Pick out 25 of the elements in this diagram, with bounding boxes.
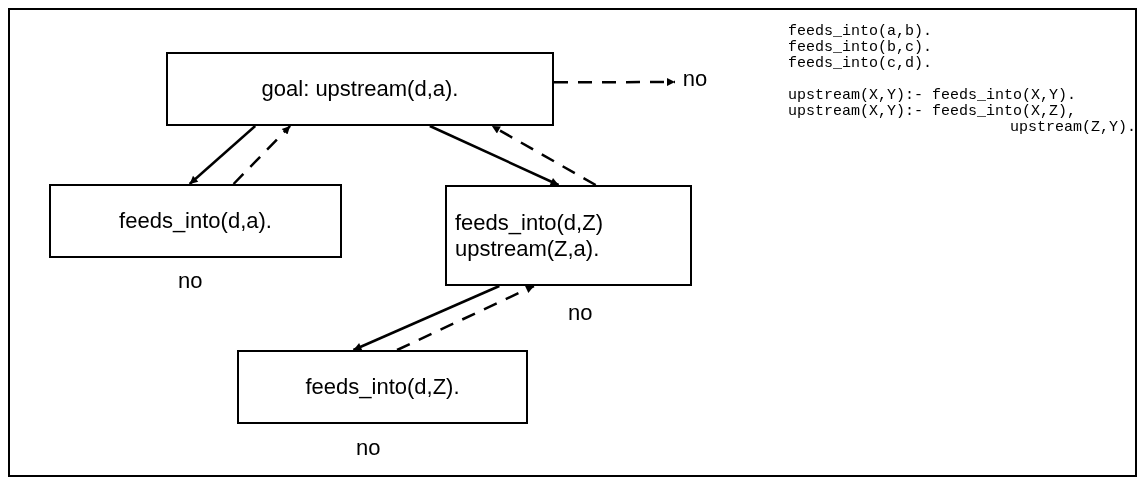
node-text: goal: upstream(d,a). [261, 76, 459, 102]
node-text: feeds_into(d,a). [119, 208, 272, 234]
dashed-arrow [554, 78, 675, 86]
result-text: no [178, 268, 203, 294]
arrow [429, 124, 560, 187]
subgoal-box [237, 350, 528, 424]
dashed-arrow [396, 284, 535, 352]
code-line: feeds_into(c,d). [788, 56, 934, 72]
node-text: feeds_into(d,Z). [305, 374, 460, 400]
result-text: no [568, 300, 593, 326]
dashed-arrow [491, 124, 597, 187]
goal-box [166, 52, 554, 126]
code-line: upstream(X,Y):- feeds_into(X,Y). [788, 88, 1078, 104]
code-line: feeds_into(a,b). [788, 24, 934, 40]
code-line: feeds_into(b,c). [788, 40, 934, 56]
code-line: upstream(X,Y):- feeds_into(X,Z), [788, 104, 1078, 120]
result-text: no [356, 435, 381, 461]
node-text: feeds_into(d,Z) upstream(Z,a). [454, 209, 604, 262]
subgoal-box [445, 185, 692, 286]
code-line: upstream(Z,Y). [1008, 120, 1136, 136]
arrow [188, 125, 257, 185]
arrow [352, 284, 500, 352]
result-text: no [682, 66, 708, 92]
dashed-arrow [232, 125, 292, 185]
subgoal-box [49, 184, 342, 258]
